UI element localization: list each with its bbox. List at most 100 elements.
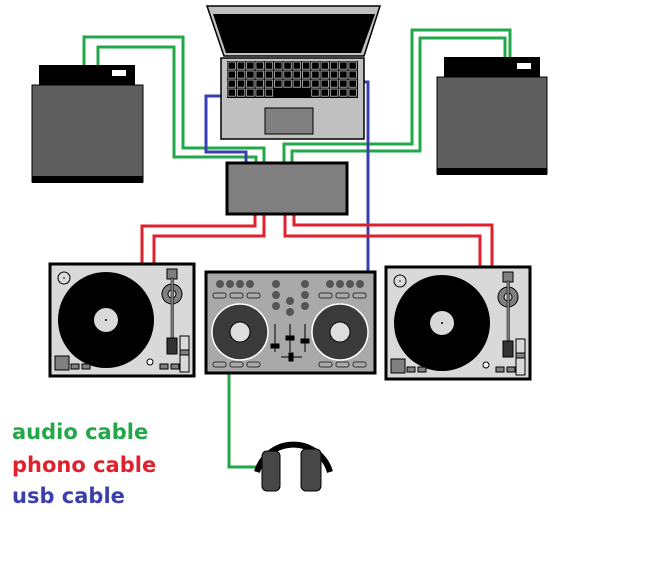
headphone-cup-right	[300, 448, 322, 492]
headphone-cup-left	[261, 450, 281, 492]
counterweight	[166, 268, 178, 280]
key	[236, 70, 246, 79]
key	[227, 61, 236, 70]
target-light	[482, 361, 490, 369]
key	[246, 79, 255, 88]
phono-cables	[140, 214, 494, 268]
counterweight	[502, 271, 514, 283]
key	[348, 88, 357, 97]
transport-button	[212, 292, 227, 299]
key	[246, 61, 255, 70]
key	[311, 61, 320, 70]
controller-buttons	[212, 280, 367, 368]
key	[348, 70, 357, 79]
key	[255, 88, 264, 97]
pad-button	[326, 280, 334, 288]
key	[236, 61, 246, 70]
key	[264, 79, 274, 88]
key	[348, 79, 357, 88]
phono-cable-left-a	[140, 214, 257, 265]
key	[292, 70, 302, 79]
cue-button	[229, 361, 244, 368]
cue-button	[335, 361, 350, 368]
cue-button	[318, 361, 333, 368]
key	[301, 79, 311, 88]
knob	[272, 302, 280, 310]
key	[311, 79, 320, 88]
laptop-keyboard	[227, 61, 358, 98]
spacebar	[274, 89, 310, 97]
transport-button	[352, 292, 367, 299]
phono-cable-left-b	[152, 214, 266, 265]
key	[292, 61, 302, 70]
key	[236, 88, 246, 97]
cue-button	[352, 361, 367, 368]
key	[292, 79, 302, 88]
turntable-left	[48, 262, 196, 378]
key	[283, 61, 292, 70]
phono-cable-right-b	[292, 214, 494, 268]
knob	[301, 280, 309, 288]
faders	[270, 324, 310, 362]
key	[311, 88, 320, 97]
jog-wheel-right	[311, 303, 369, 361]
key	[301, 70, 311, 79]
key	[264, 70, 274, 79]
key	[274, 79, 283, 88]
key	[320, 61, 329, 70]
key	[311, 70, 320, 79]
pad-button	[226, 280, 234, 288]
legend-usb-cable: usb cable	[12, 484, 125, 508]
transport-button	[318, 292, 333, 299]
key	[236, 79, 246, 88]
speaker-right	[436, 57, 548, 175]
key	[348, 61, 357, 70]
transport-button	[335, 292, 350, 299]
cue-button	[246, 361, 261, 368]
jog-wheel-left	[211, 303, 269, 361]
laptop-touchpad	[264, 107, 314, 135]
cartridge	[502, 340, 514, 358]
pad-button	[356, 280, 364, 288]
knob	[301, 291, 309, 299]
knob	[286, 308, 294, 316]
key	[301, 61, 311, 70]
usb-cable-laptop-controller	[364, 80, 370, 272]
pad-button	[336, 280, 344, 288]
key	[329, 70, 339, 79]
audio-cable-right-inner	[290, 36, 507, 163]
key	[339, 88, 348, 97]
knob	[286, 297, 294, 305]
audio-cable-left-inner	[96, 45, 258, 163]
knob	[301, 302, 309, 310]
key	[339, 61, 348, 70]
key	[339, 70, 348, 79]
target-light	[146, 358, 154, 366]
key	[255, 79, 264, 88]
dj-controller	[204, 270, 377, 375]
pad-button	[236, 280, 244, 288]
pad-button	[346, 280, 354, 288]
legend-phono-cable: phono cable	[12, 453, 157, 477]
audio-cable-headphones	[227, 373, 262, 469]
pad-button	[216, 280, 224, 288]
cartridge	[166, 337, 178, 355]
key	[246, 88, 255, 97]
transport-button	[246, 292, 261, 299]
key	[283, 70, 292, 79]
key	[274, 61, 283, 70]
tonearm	[506, 280, 510, 350]
key	[246, 70, 255, 79]
audio-interface	[225, 161, 349, 216]
key	[227, 70, 236, 79]
laptop	[205, 5, 382, 140]
audio-cable-right-outer	[282, 28, 512, 163]
power-button	[390, 358, 406, 374]
usb-cable-laptop-interface	[204, 94, 248, 163]
turntable-right	[384, 265, 532, 381]
key	[227, 79, 236, 88]
phono-cable-right-a	[283, 214, 482, 268]
headphones	[254, 441, 333, 492]
key	[339, 79, 348, 88]
key	[264, 88, 274, 97]
